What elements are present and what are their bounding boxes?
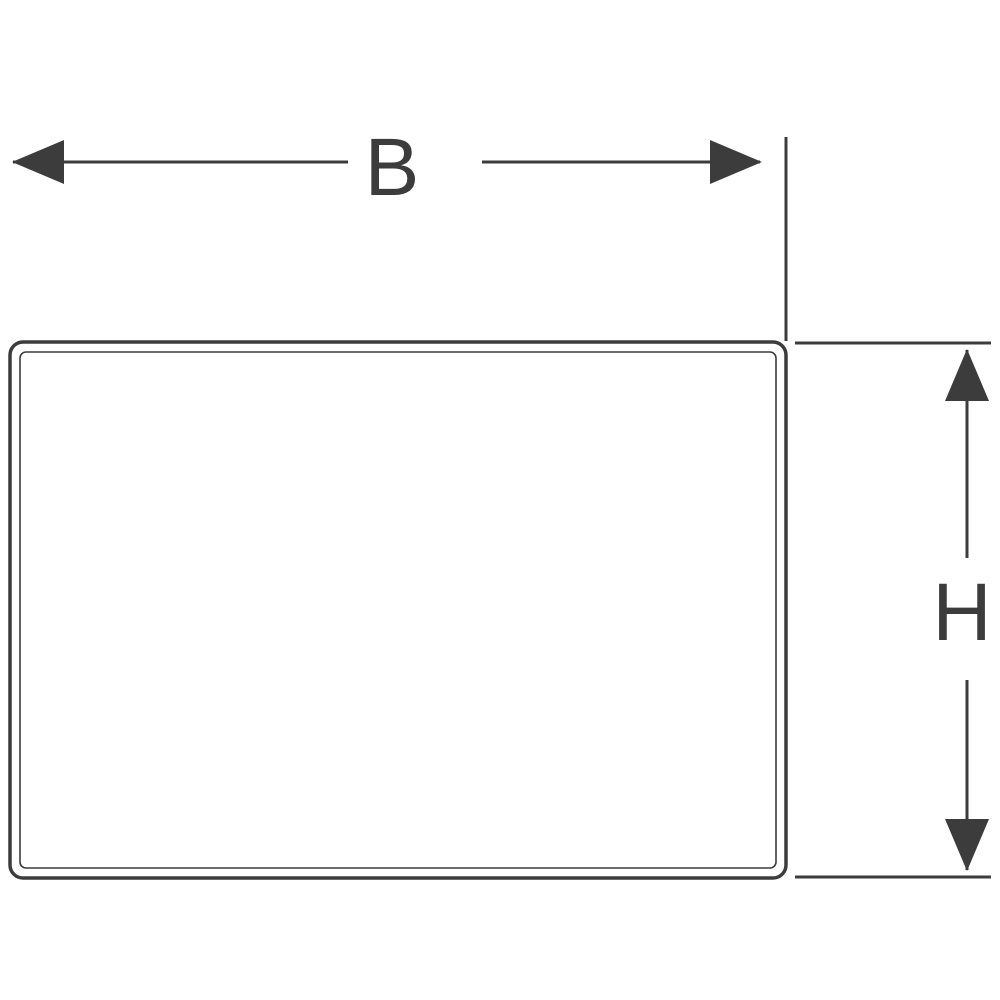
height-arrow-down-icon	[945, 819, 989, 871]
width-arrow-right-icon	[710, 140, 762, 184]
height-label: H	[932, 567, 991, 658]
height-arrow-up-icon	[945, 349, 989, 401]
panel-inner-line	[19, 351, 777, 869]
width-arrow-left-icon	[12, 140, 64, 184]
height-dimension: H	[795, 341, 992, 879]
width-label: B	[365, 122, 420, 213]
width-dimension: B	[12, 122, 788, 341]
panel-outline	[8, 340, 788, 880]
